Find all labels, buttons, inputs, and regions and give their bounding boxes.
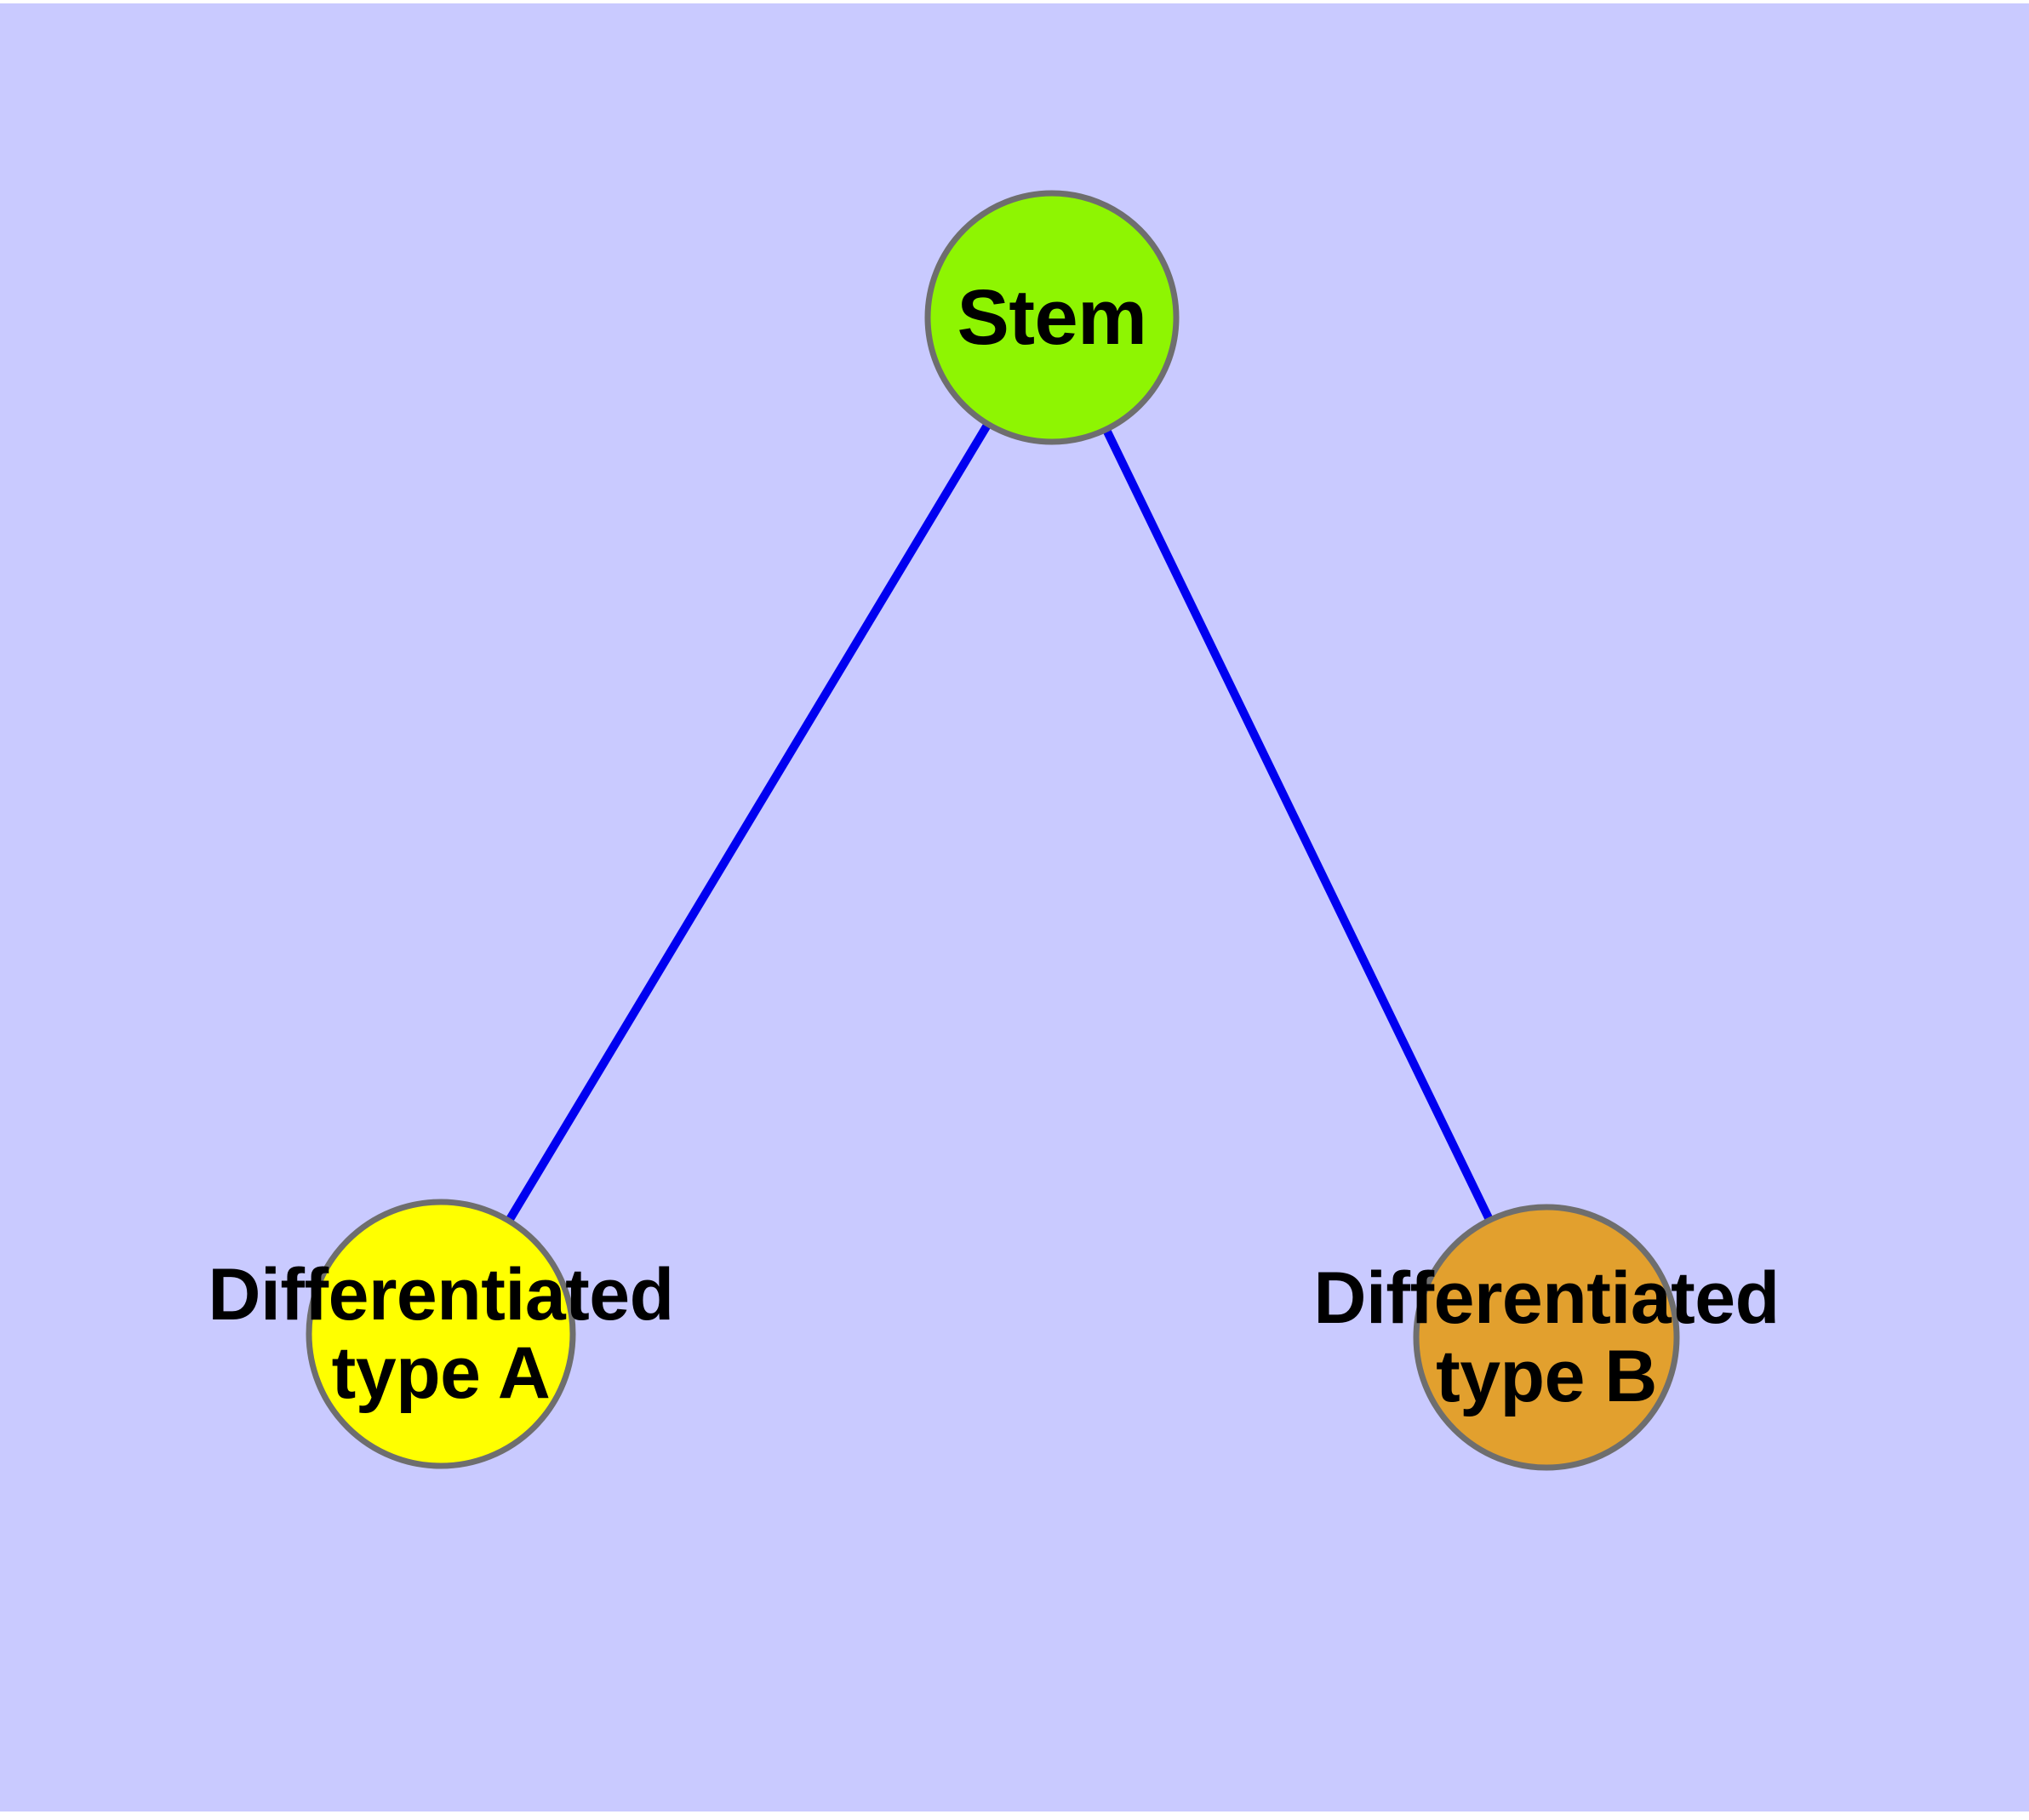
edge-layer <box>502 417 1496 1228</box>
graph-edge <box>502 417 995 1228</box>
graph-node-stem[interactable] <box>924 190 1180 445</box>
node-layer <box>306 190 1680 1471</box>
graph-edge <box>1100 422 1496 1227</box>
graph-node-diff_b[interactable] <box>1413 1204 1680 1471</box>
graph-node-diff_a[interactable] <box>306 1199 576 1469</box>
